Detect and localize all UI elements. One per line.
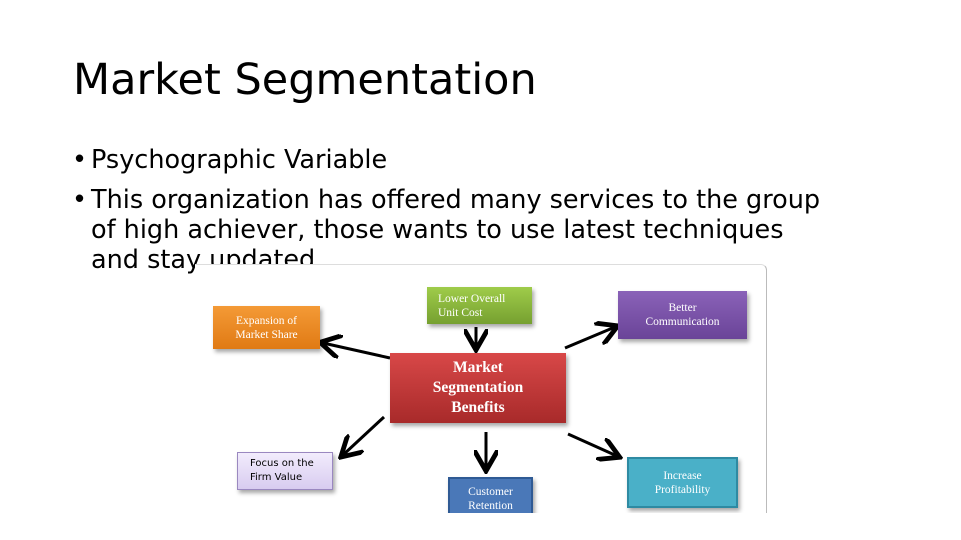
bullet-item: •Psychographic Variable [72, 145, 832, 175]
arrow [564, 327, 615, 350]
node-label: Better Communication [645, 302, 720, 328]
center-line: Market [453, 359, 503, 376]
node-lower-cost: Lower Overall Unit Cost [427, 287, 532, 324]
slide-title: Market Segmentation [73, 55, 537, 105]
arrow [343, 415, 386, 455]
center-line: Segmentation [432, 379, 524, 396]
bullet-text: This organization has offered many servi… [91, 185, 821, 275]
arrow [323, 343, 391, 360]
bullet-item: •This organization has offered many serv… [72, 185, 832, 275]
node-center: Market Segmentation Benefits [390, 353, 566, 423]
segmentation-benefits-diagram: Lower Overall Unit Cost Better Communica… [195, 264, 767, 513]
arrows [195, 265, 766, 513]
node-label: Increase Profitability [654, 469, 711, 496]
node-label: Expansion of Market Share [235, 314, 298, 341]
arrow [567, 432, 617, 456]
bullet-list: •Psychographic Variable •This organizati… [72, 145, 832, 285]
bullet-icon: • [72, 185, 88, 215]
node-firm-value: Focus on the Firm Value [237, 452, 333, 490]
node-better-communication: Better Communication [618, 291, 747, 339]
center-line: Benefits [451, 399, 505, 416]
node-label: Focus on the Firm Value [250, 458, 314, 483]
node-label: Customer Retention [468, 486, 513, 512]
bullet-text: Psychographic Variable [91, 145, 388, 175]
bullet-icon: • [72, 145, 88, 175]
node-customer-retention: Customer Retention [448, 477, 533, 513]
node-profitability: Increase Profitability [627, 457, 738, 508]
node-expansion: Expansion of Market Share [213, 306, 320, 349]
node-label: Lower Overall Unit Cost [438, 292, 506, 319]
